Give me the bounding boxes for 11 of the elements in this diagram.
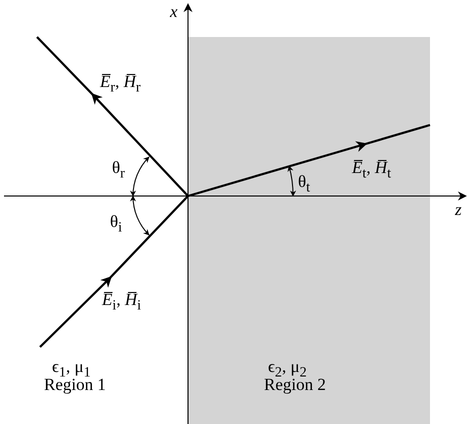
region-label: Region 2	[264, 375, 326, 394]
region-label: Region 1	[44, 375, 106, 394]
angle-label: θ$_{t}$	[298, 172, 310, 198]
field-label: E̅$_{r}$, H̅$_{r}$	[100, 72, 141, 98]
axis-label: z	[455, 200, 462, 219]
angle-label: θ$_{r}$	[112, 158, 125, 184]
angle-label: θ$_{i}$	[110, 212, 122, 238]
field-label: E̅$_{t}$, H̅$_{t}$	[352, 158, 392, 184]
field-label: E̅$_{i}$, H̅$_{i}$	[102, 290, 142, 316]
shaded-region	[188, 37, 430, 424]
axis-label: x	[170, 2, 178, 21]
